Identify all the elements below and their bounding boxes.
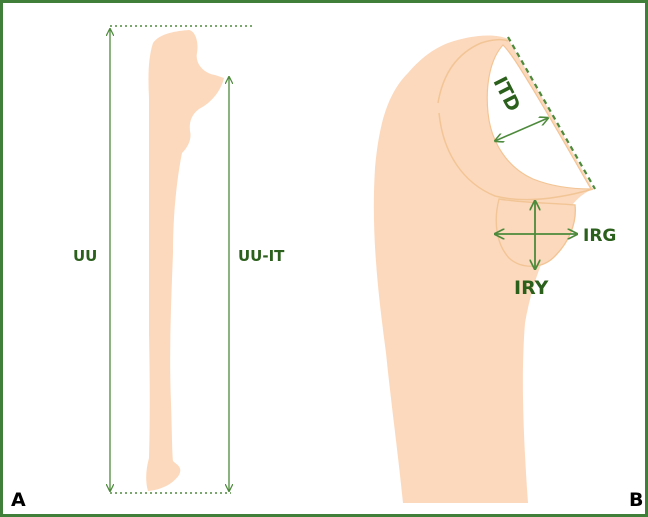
irg-label: IRG (583, 226, 616, 246)
panel-b: ITD IRG IRY B (374, 36, 644, 511)
uu-it-label: UU-IT (238, 247, 285, 265)
bone-b-silhouette (374, 36, 593, 503)
panel-b-letter: B (629, 489, 643, 511)
panel-a: UU UU-IT A (11, 26, 285, 511)
uu-label: UU (73, 247, 97, 265)
iry-label: IRY (514, 277, 549, 299)
panel-a-letter: A (11, 489, 26, 511)
ischium-measurement-diagram: UU UU-IT A ITD IRG (3, 3, 645, 514)
bone-a-silhouette (146, 30, 224, 491)
